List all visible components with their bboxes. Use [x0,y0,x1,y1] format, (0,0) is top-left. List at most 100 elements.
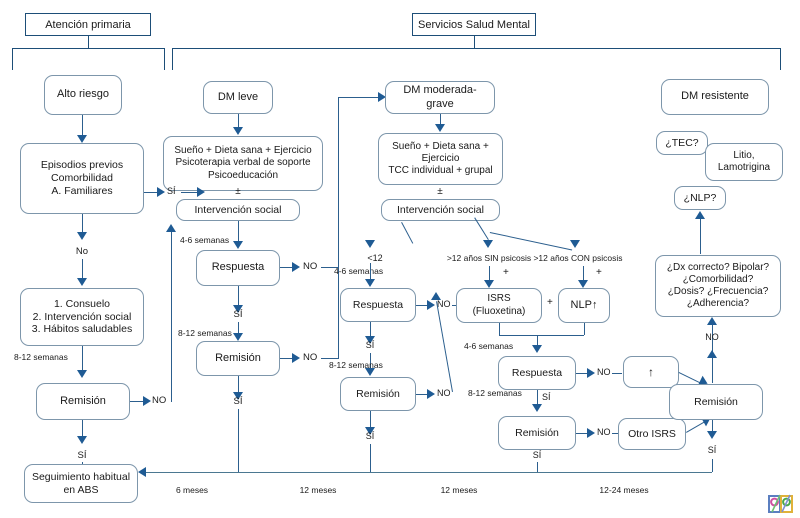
node-sueno-leve[interactable]: Sueño + Dieta sana + Ejercicio Psicotera… [163,136,323,191]
label-si-remision-leve: SÍ [233,396,243,407]
edge-dx-to-nlp-question [700,218,701,254]
arrow-merge-down [532,345,542,353]
header-servicios-salud-mental: Servicios Salud Mental [412,13,536,36]
node-remision-ap[interactable]: Remisión [36,383,130,420]
edge-remision-isrs-no [576,433,588,434]
arrow-remision-mod-no [427,389,435,399]
label-no-respuesta-mod: NO [437,299,451,309]
arrow-remision-mod-si [365,427,375,435]
edge-remision-mod-no [416,394,428,395]
edge-si-leve-to-remision [238,322,239,335]
edge-respuesta-leve-no [280,267,294,268]
node-litio-lamotrigina[interactable]: Litio, Lamotrigina [705,143,783,181]
arrow-remision-res-no-lower [707,350,717,358]
edge-col3-to-baseline [370,444,371,472]
edge-isrs-down [499,323,500,335]
edge-respuesta-leve-no-run [321,267,338,268]
timeline-label-12-meses-b: 12 meses [440,485,478,495]
edge-col4-to-baseline [537,462,538,472]
node-alto-riesgo[interactable]: Alto riesgo [44,75,122,115]
edge-merge-down [537,335,538,347]
edge-remision-isrs-no-run [612,433,618,434]
node-dm-resistente[interactable]: DM resistente [661,79,769,115]
label-no-lower: No [75,246,89,257]
arrow-branch-under12 [365,240,375,248]
bracket-ssm-stem [474,36,475,48]
edge-branch-under12 [401,222,414,244]
node-isrs-fluoxetina[interactable]: ISRS (Fluoxetina) [456,288,542,323]
arrow-dm-mod-down [435,124,445,132]
node-nlp-question[interactable]: ¿NLP? [674,186,726,210]
arrow-alto-riesgo-down [77,135,87,143]
arrow-no-down [77,278,87,286]
label-si-remision-ap: SÍ [77,450,87,461]
edge-col2-to-baseline [238,409,239,472]
node-intervencion-social-mod[interactable]: Intervención social [381,199,500,221]
edge-episodios-down [82,214,83,234]
arrow-con-psicosis-down [578,280,588,288]
arrow-remision-ap-no [143,396,151,406]
arrow-remision-ap-si [77,436,87,444]
label-8-12-semanas-mod: 8-12 semanas [329,360,383,370]
arrow-under12-down [365,279,375,287]
node-intervencion-social-leve[interactable]: Intervención social [176,199,300,221]
node-tec[interactable]: ¿TEC? [656,131,708,155]
edge-intervencion-leve-down [238,221,239,243]
edge-remision-leve-si [238,376,239,394]
label-con-psicosis: >12 años CON psicosis [533,253,623,263]
edge-nlp-down [584,323,585,335]
node-remision-resistente[interactable]: Remisión [669,384,763,420]
edge-isrs-nlp-merge [499,335,584,336]
label-no-remision-leve: NO [303,352,318,363]
node-consuelo[interactable]: 1. Consuelo 2. Intervención social 3. Há… [20,288,144,346]
arrow-episodios-down [77,232,87,240]
edge-no-to-consuelo [82,259,83,280]
label-8-12-semanas-leve: 8-12 semanas [178,328,232,338]
arrow-consuelo-down [77,370,87,378]
label-si-episodios: SÍ [167,186,176,196]
node-respuesta-isrs[interactable]: Respuesta [498,356,576,390]
node-remision-isrs[interactable]: Remisión [498,416,576,450]
node-dx-correcto[interactable]: ¿Dx correcto? Bipolar? ¿Comorbilidad? ¿D… [655,255,781,317]
label-no-remision-isrs: NO [597,427,611,437]
label-plus-nlp: + [596,267,602,278]
label-no-remision-res: NO [705,332,719,342]
node-aumentar-dosis[interactable]: ↑ [623,356,679,388]
node-respuesta-leve[interactable]: Respuesta [196,250,280,286]
bracket-ssm-span [172,48,780,49]
edge-si-mod-to-remision [370,353,371,370]
node-episodios-previos[interactable]: Episodios previos Comorbilidad A. Famili… [20,143,144,214]
node-nlp[interactable]: NLP↑ [558,288,610,323]
arrow-branch-sin [483,240,493,248]
node-dm-moderada-grave[interactable]: DM moderada-grave [385,81,495,114]
edge-remision-ap-no [130,401,144,402]
arrow-remision-leve-no [292,353,300,363]
edge-respuesta-leve-si [238,286,239,307]
label-si-remision-mod: SÍ [365,431,375,441]
brand-logo-icon [768,494,793,513]
arrow-respuesta-isrs-no [587,368,595,378]
node-remision-moderada[interactable]: Remisión [340,377,416,411]
baseline-track [146,472,712,473]
node-remision-leve[interactable]: Remisión [196,341,280,376]
timeline-label-6-meses: 6 meses [175,485,209,495]
edge-respuesta-isrs-no [576,373,588,374]
arrow-remision-leve-si [233,392,243,400]
bracket-ssm-left [172,48,173,70]
node-sueno-moderada[interactable]: Sueño + Dieta sana + Ejercicio TCC indiv… [378,133,503,185]
arrow-ap-loop-up [166,224,176,232]
bracket-ap-stem [88,36,89,48]
arrow-si-leve-remision [233,333,243,341]
node-seguimiento-habitual[interactable]: Seguimiento habitual en ABS [24,464,138,503]
node-respuesta-moderada[interactable]: Respuesta [340,288,416,322]
node-otro-isrs[interactable]: Otro ISRS [618,418,686,450]
node-dm-leve[interactable]: DM leve [203,81,273,114]
label-no-respuesta-isrs: NO [597,367,611,377]
label-no-remision-ap: NO [152,395,167,406]
arrow-sin-psicosis-down [484,280,494,288]
arrow-to-dm-moderada [378,92,386,102]
edge-episodios-to-si [144,192,158,193]
arrow-dm-leve-down [233,127,243,135]
label-si-respuesta-mod: SÍ [365,340,375,350]
